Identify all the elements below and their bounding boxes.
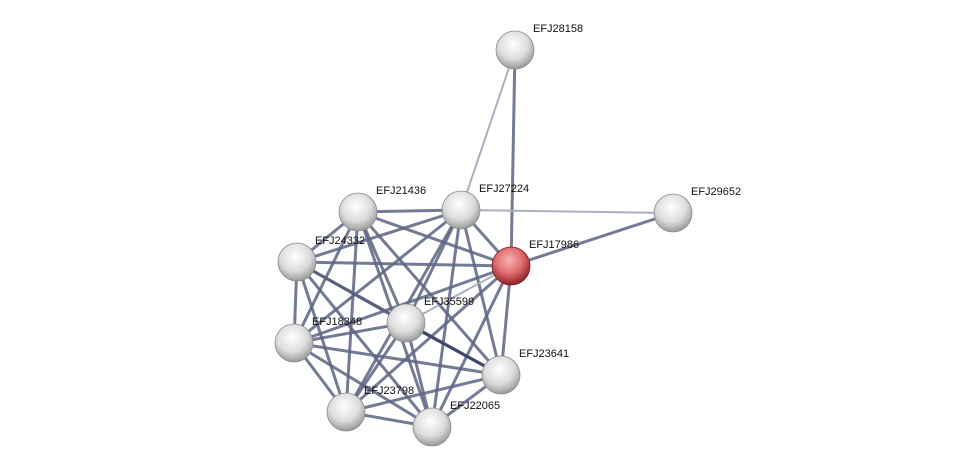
node-EFJ23798[interactable]: EFJ23798 [326, 385, 414, 432]
edge-EFJ17986-EFJ29652[interactable] [510, 211, 674, 268]
edge-EFJ21436-EFJ17986[interactable] [357, 210, 512, 268]
node-sphere[interactable] [412, 407, 452, 447]
node-sphere[interactable] [495, 30, 535, 70]
edge-EFJ18348-EFJ22065[interactable] [293, 341, 433, 429]
node-EFJ27224[interactable]: EFJ27224 [441, 183, 529, 230]
node-label: EFJ27224 [479, 183, 529, 195]
edge-EFJ24332-EFJ22065[interactable] [295, 261, 434, 428]
node-sphere[interactable] [653, 193, 693, 233]
node-EFJ21436[interactable]: EFJ21436 [338, 185, 426, 232]
node-label: EFJ22065 [450, 400, 500, 412]
node-sphere[interactable] [491, 246, 531, 286]
edge-EFJ27224-EFJ29652[interactable] [460, 209, 674, 214]
node-EFJ23641[interactable]: EFJ23641 [481, 348, 569, 395]
node-EFJ17986[interactable]: EFJ17986 [491, 239, 579, 286]
node-label: EFJ17986 [529, 239, 579, 251]
node-EFJ29652[interactable]: EFJ29652 [653, 186, 741, 233]
node-label: EFJ23798 [364, 385, 414, 397]
node-label: EFJ18348 [312, 316, 362, 328]
edge-EFJ17986-EFJ35599[interactable] [405, 265, 512, 324]
node-label: EFJ28158 [533, 23, 583, 35]
node-sphere[interactable] [481, 355, 521, 395]
node-EFJ35599[interactable]: EFJ35599 [386, 296, 474, 343]
node-label: EFJ23641 [519, 348, 569, 360]
node-EFJ28158[interactable]: EFJ28158 [495, 23, 583, 70]
edge-EFJ27224-EFJ24332[interactable] [296, 208, 462, 264]
edge-EFJ17986-EFJ22065[interactable] [430, 265, 513, 428]
node-sphere[interactable] [277, 242, 317, 282]
edge-EFJ27224-EFJ18348[interactable] [293, 208, 462, 345]
edge-EFJ21436-EFJ23798[interactable] [344, 211, 360, 413]
edge-EFJ21436-EFJ35599[interactable] [356, 211, 408, 324]
node-sphere[interactable] [326, 392, 366, 432]
node-EFJ22065[interactable]: EFJ22065 [412, 400, 500, 447]
node-EFJ24332[interactable]: EFJ24332 [277, 235, 365, 282]
node-sphere[interactable] [338, 192, 378, 232]
node-label: EFJ24332 [315, 235, 365, 247]
edge-EFJ24332-EFJ17986[interactable] [296, 260, 512, 268]
node-EFJ18348[interactable]: EFJ18348 [274, 316, 362, 363]
edge-EFJ18348-EFJ23641[interactable] [293, 341, 502, 377]
node-label: EFJ21436 [376, 185, 426, 197]
edge-EFJ28158-EFJ27224[interactable] [460, 49, 516, 211]
edge-EFJ17986-EFJ23798[interactable] [345, 264, 512, 414]
edge-EFJ28158-EFJ17986[interactable] [509, 49, 517, 267]
node-label: EFJ29652 [691, 186, 741, 198]
node-sphere[interactable] [386, 303, 426, 343]
node-sphere[interactable] [274, 323, 314, 363]
node-sphere[interactable] [441, 190, 481, 230]
node-label: EFJ35599 [424, 296, 474, 308]
edge-EFJ23641-EFJ23798[interactable] [345, 373, 502, 414]
